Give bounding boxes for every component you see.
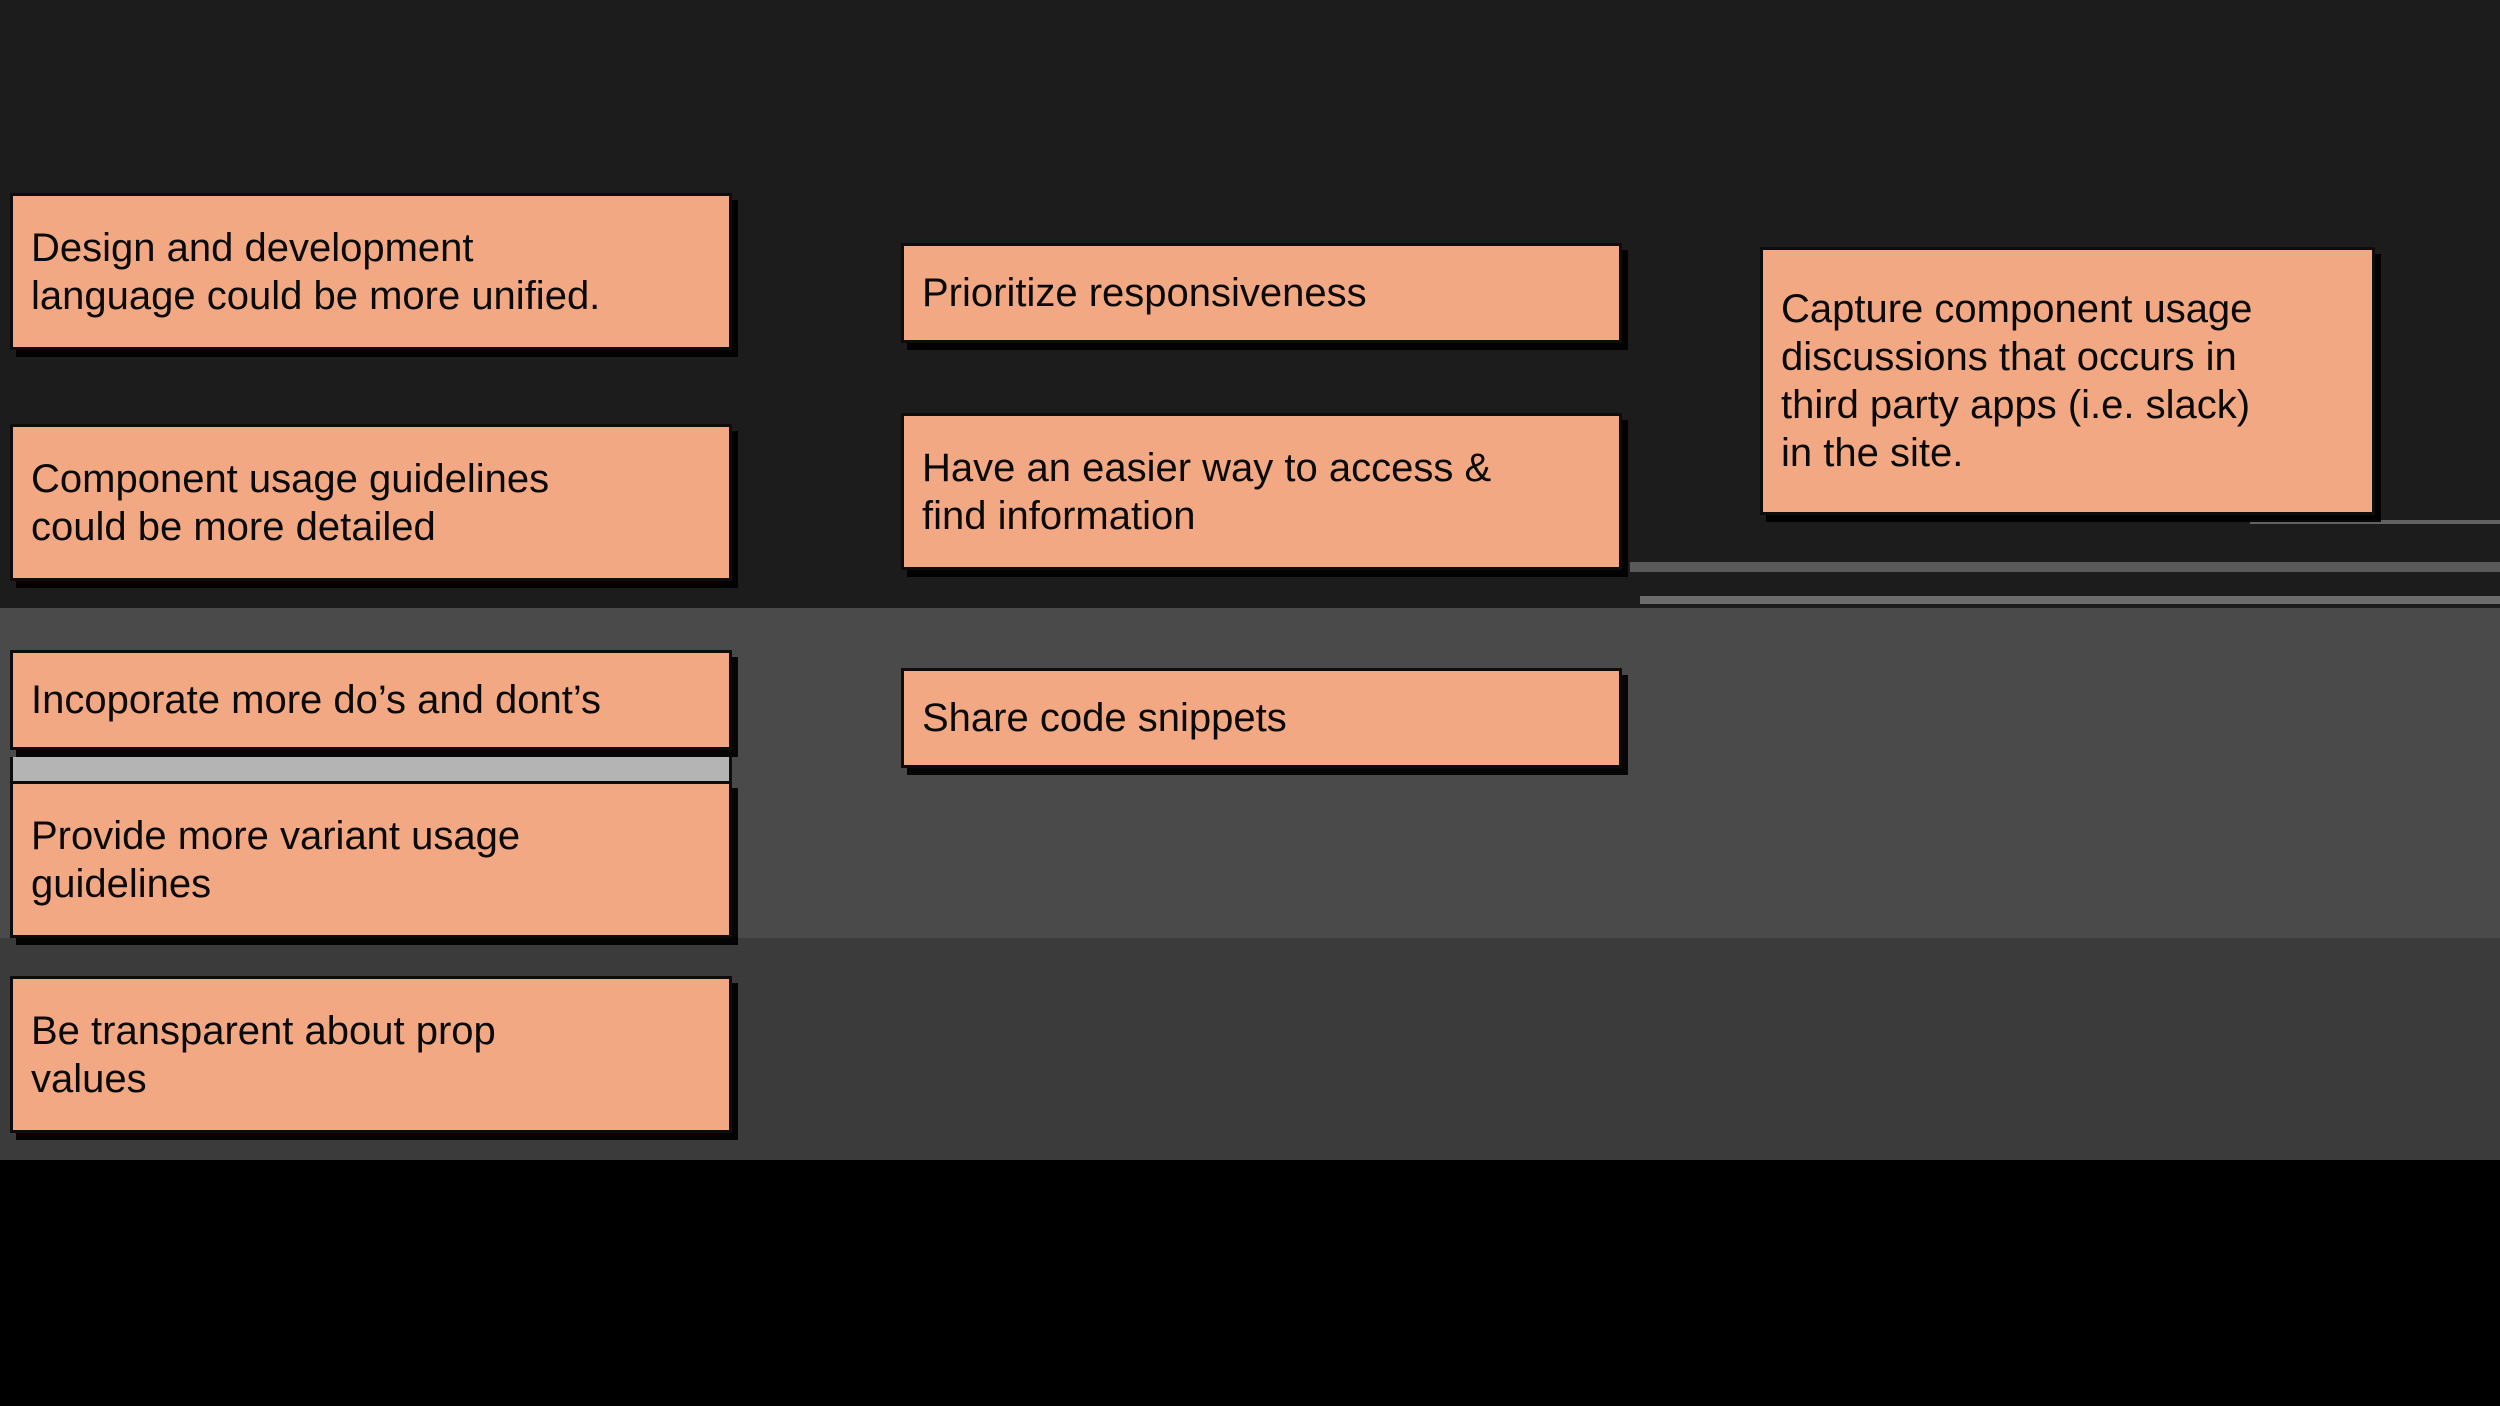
sticky-note-text: Have an easier way to access & find info… — [922, 445, 1492, 538]
divider-strip — [10, 757, 732, 781]
sticky-note-prioritize-responsiveness[interactable]: Prioritize responsiveness — [901, 243, 1622, 343]
sticky-note-incorporate-dos-donts[interactable]: Incoporate more do’s and dont’s — [10, 650, 732, 750]
sticky-note-component-usage-guidelines[interactable]: Component usage guidelines could be more… — [10, 424, 732, 581]
sticky-note-share-code-snippets[interactable]: Share code snippets — [901, 668, 1622, 768]
sticky-note-text: Incoporate more do’s and dont’s — [31, 678, 602, 722]
sticky-note-text: Be transparent about prop values — [31, 1008, 496, 1101]
sticky-note-text: Share code snippets — [922, 696, 1287, 740]
background-panel-bottom — [0, 1160, 2500, 1406]
sticky-note-easier-way-access-find[interactable]: Have an easier way to access & find info… — [901, 413, 1622, 570]
sticky-note-text: Component usage guidelines could be more… — [31, 456, 550, 549]
background-panel-right-cutout — [2380, 0, 2500, 608]
sticky-note-text: Prioritize responsiveness — [922, 271, 1367, 315]
sticky-note-text: Provide more variant usage guidelines — [31, 813, 521, 906]
render-artifact-band-2 — [1640, 596, 2500, 604]
sticky-note-capture-component-usage-discussions[interactable]: Capture component usage discussions that… — [1760, 247, 2375, 515]
render-artifact-band-3 — [2250, 520, 2500, 524]
sticky-note-text: Capture component usage discussions that… — [1781, 287, 2253, 475]
render-artifact-band-1 — [1630, 562, 2500, 572]
sticky-note-provide-variant-guidelines[interactable]: Provide more variant usage guidelines — [10, 781, 732, 938]
sticky-note-transparent-prop-values[interactable]: Be transparent about prop values — [10, 976, 732, 1133]
sticky-note-design-development-language[interactable]: Design and development language could be… — [10, 193, 732, 350]
sticky-note-text: Design and development language could be… — [31, 225, 601, 318]
